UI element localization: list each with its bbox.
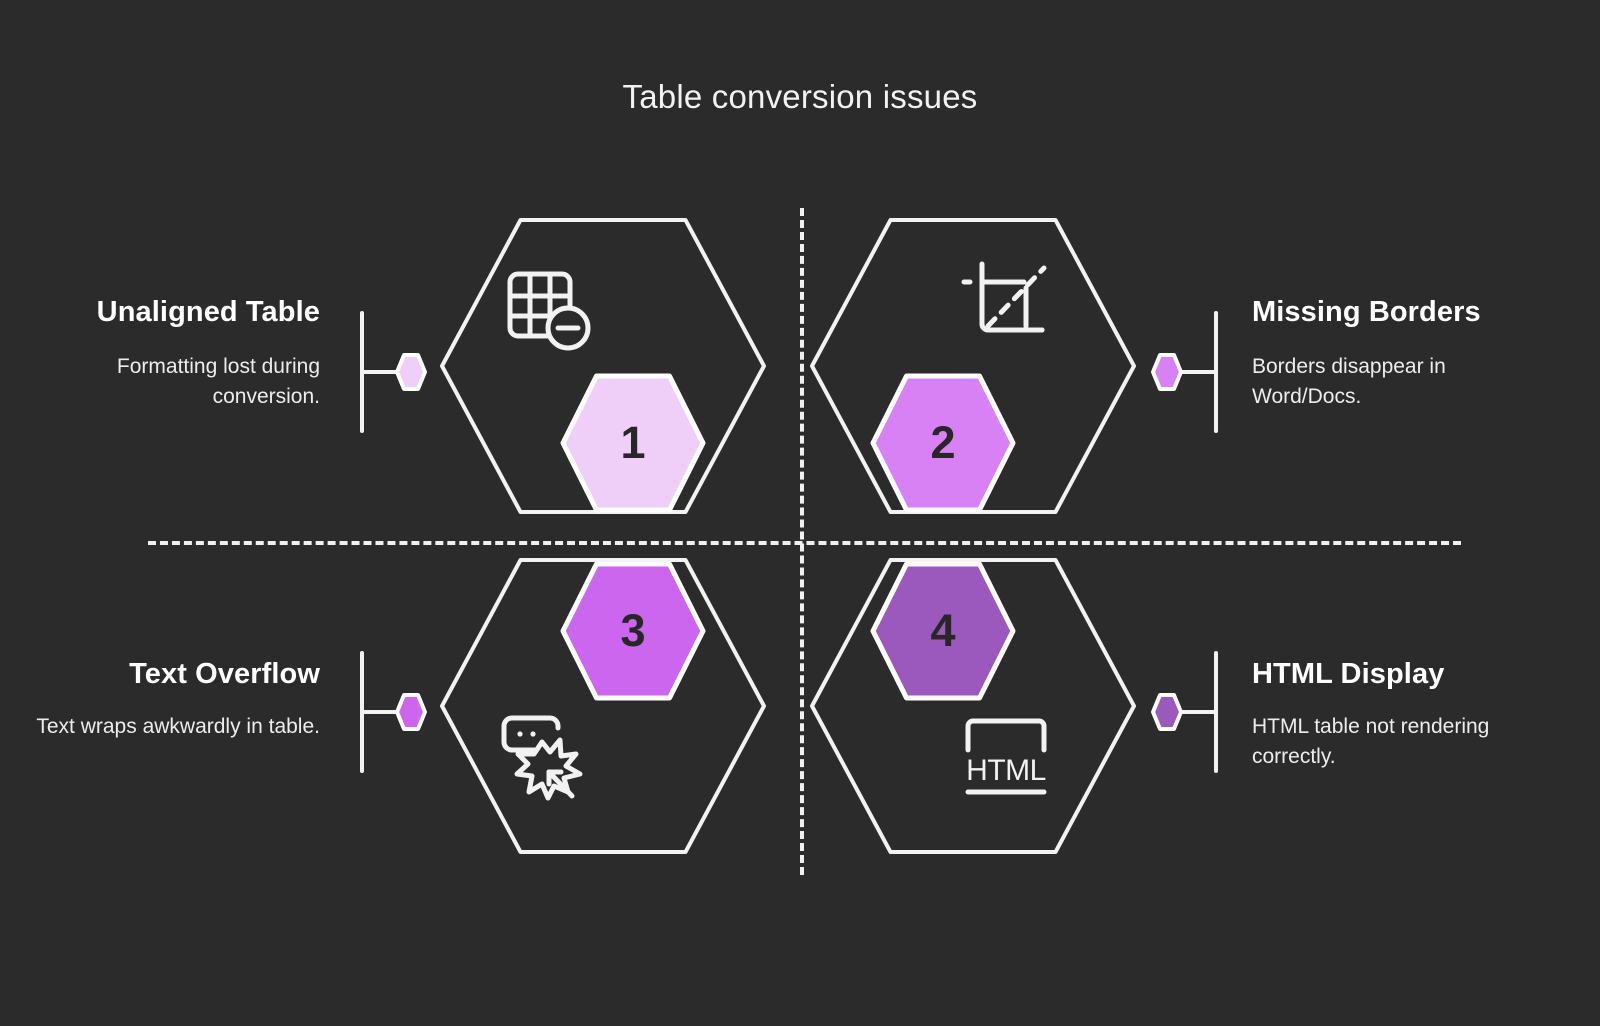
hexagon-outline-2 bbox=[810, 218, 1136, 514]
number-label: 3 bbox=[620, 605, 646, 656]
number-hexagon-4: 4 bbox=[870, 561, 1016, 701]
horizontal-dashed-divider bbox=[148, 541, 1461, 545]
svg-text:HTML: HTML bbox=[966, 754, 1046, 787]
number-label: 2 bbox=[930, 417, 956, 468]
hexagon-outline-4 bbox=[810, 558, 1136, 854]
quadrant-bottom-right: HTML 4 bbox=[808, 556, 1138, 856]
connector-top-left bbox=[358, 307, 430, 437]
quadrant-description: Text wraps awkwardly in table. bbox=[36, 715, 320, 739]
quadrant-heading: Unaligned Table bbox=[96, 296, 320, 328]
html-code-icon: HTML bbox=[958, 708, 1054, 804]
hexagon-shape bbox=[870, 373, 1016, 513]
connector-bottom-left bbox=[358, 647, 430, 777]
hexagon-shape bbox=[560, 373, 706, 513]
table-minus-icon bbox=[500, 260, 596, 356]
label-block-top-right: Missing Borders Borders disappear in Wor… bbox=[1252, 292, 1552, 413]
number-label: 1 bbox=[620, 417, 646, 468]
connector-bottom-right bbox=[1148, 647, 1220, 777]
label-block-top-left: Unaligned Table Formatting lost during c… bbox=[20, 292, 320, 413]
hexagon-outline-3 bbox=[440, 558, 766, 854]
crop-border-icon bbox=[956, 256, 1052, 352]
label-block-bottom-right: HTML Display HTML table not rendering co… bbox=[1252, 654, 1552, 773]
hexagon-outline-1 bbox=[440, 218, 766, 514]
quadrant-heading: HTML Display bbox=[1252, 658, 1445, 690]
quadrant-top-right: 2 bbox=[808, 216, 1138, 516]
quadrant-description: Borders disappear in Word/Docs. bbox=[1252, 355, 1446, 409]
quadrant-description: Formatting lost during conversion. bbox=[116, 355, 320, 409]
quadrant-description: HTML table not rendering correctly. bbox=[1252, 715, 1490, 769]
label-block-bottom-left: Text Overflow Text wraps awkwardly in ta… bbox=[20, 654, 320, 742]
connector-top-right bbox=[1148, 307, 1220, 437]
quadrant-top-left: 1 bbox=[438, 216, 768, 516]
number-hexagon-1: 1 bbox=[560, 373, 706, 513]
quadrant-bottom-left: 3 bbox=[438, 556, 768, 856]
quadrant-heading: Text Overflow bbox=[129, 658, 320, 690]
hexagon-shape bbox=[560, 561, 706, 701]
click-burst-icon bbox=[496, 706, 592, 802]
number-label: 4 bbox=[930, 605, 956, 656]
number-hexagon-2: 2 bbox=[870, 373, 1016, 513]
number-hexagon-3: 3 bbox=[560, 561, 706, 701]
page-title: Table conversion issues bbox=[622, 78, 978, 115]
quadrant-heading: Missing Borders bbox=[1252, 296, 1481, 328]
hexagon-shape bbox=[870, 561, 1016, 701]
